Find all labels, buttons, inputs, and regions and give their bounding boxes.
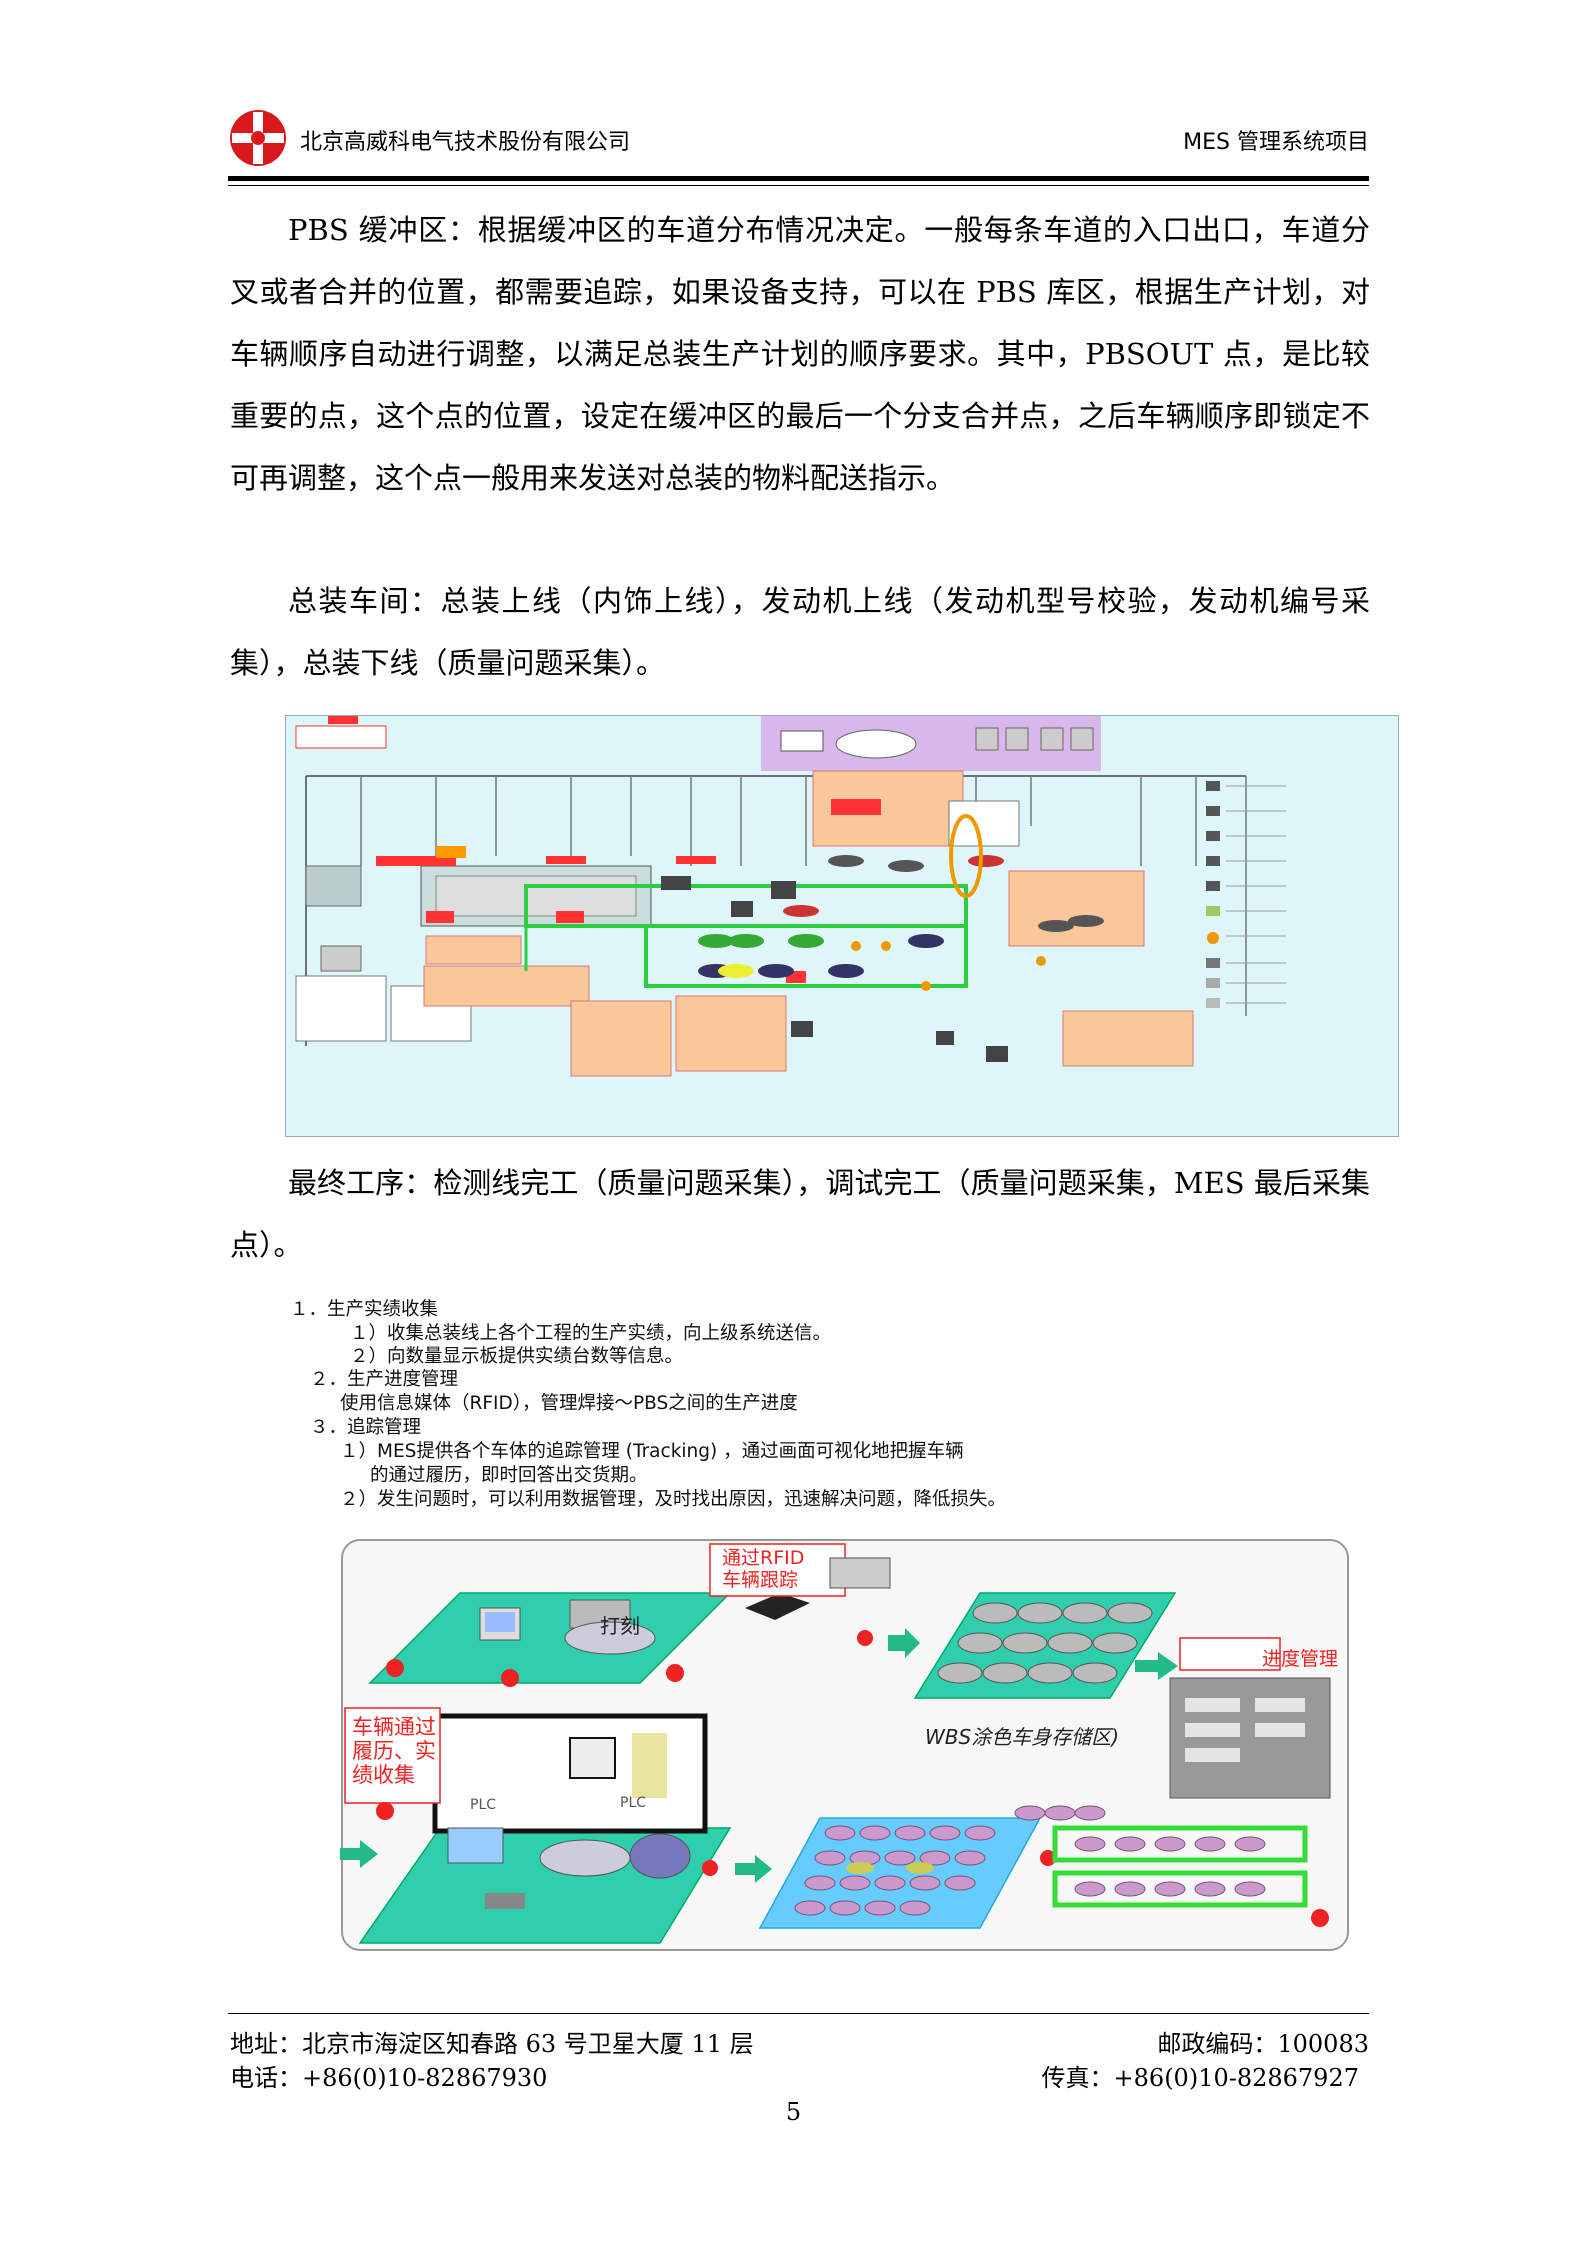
footer-fax: 传真：+86(0)10-82867927 (1041, 2064, 1359, 2092)
footer-zip: 邮政编码：100083 (1157, 2030, 1369, 2058)
fig2-item1-sub1: １）收集总装线上各个工程的生产实绩，向上级系统送信。 (350, 1323, 832, 1344)
company-logo-icon (230, 110, 286, 166)
header-rule-thin (228, 185, 1369, 186)
page-number: 5 (785, 2098, 802, 2126)
label-plc-1: PLC (470, 1797, 497, 1813)
tracking-management-figure: １．生产实绩收集 １）收集总装线上各个工程的生产实绩，向上级系统送信。 ２）向数… (290, 1295, 1375, 1955)
paragraph-text: 最终工序：检测线完工（质量问题采集），调试完工（质量问题采集，MES 最后采集点… (230, 1166, 1370, 1262)
fig2-item2-sub1: 使用信息媒体（RFID），管理焊接～PBS之间的生产进度 (340, 1393, 798, 1414)
plant-layout-diagram (285, 715, 1399, 1137)
label-stamping: 打刻 (600, 1614, 640, 1638)
paragraph-pbs-buffer: PBS 缓冲区：根据缓冲区的车道分布情况决定。一般每条车道的入口出口，车道分叉或… (230, 199, 1370, 509)
paragraph-text: 总装车间：总装上线（内饰上线），发动机上线（发动机型号校验，发动机编号采集），总… (230, 584, 1370, 680)
label-rfid-line2: 车辆跟踪 (722, 1569, 799, 1591)
paragraph-final-process: 最终工序：检测线完工（质量问题采集），调试完工（质量问题采集，MES 最后采集点… (230, 1152, 1370, 1276)
label-progress-management: 进度管理 (1262, 1648, 1339, 1670)
footer-address: 地址：北京市海淀区知春路 63 号卫星大厦 11 层 (230, 2030, 754, 2058)
fig2-item1-sub2: ２）向数量显示板提供实绩台数等信息。 (350, 1346, 684, 1367)
label-history-line2: 履历、实 (352, 1739, 436, 1763)
header-project-name: MES 管理系统项目 (1183, 130, 1369, 155)
fig2-item1-title: １．生产实绩收集 (290, 1299, 439, 1320)
label-wbs-storage: WBS涂色车身存储区) (925, 1725, 1119, 1749)
fig2-item3-sub2: ２）发生问题时，可以利用数据管理，及时找出原因，迅速解决问题，降低损失。 (340, 1489, 1007, 1510)
paragraph-final-assembly: 总装车间：总装上线（内饰上线），发动机上线（发动机型号校验，发动机编号采集），总… (230, 570, 1370, 694)
header-company-name: 北京高威科电气技术股份有限公司 (300, 130, 631, 155)
label-plc-2: PLC (620, 1795, 647, 1811)
paragraph-text: PBS 缓冲区：根据缓冲区的车道分布情况决定。一般每条车道的入口出口，车道分叉或… (230, 213, 1370, 495)
footer-rule (228, 2013, 1369, 2014)
fig2-item3-sub1b: 的通过履历，即时回答出交货期。 (370, 1465, 648, 1486)
fig2-item3-title: ３．追踪管理 (310, 1417, 422, 1438)
footer-telephone: 电话：+86(0)10-82867930 (230, 2064, 548, 2092)
fig2-item3-sub1a: １）MES提供各个车体的追踪管理 (Tracking) ，通过画面可视化地把握车… (340, 1441, 964, 1462)
label-history-line3: 绩收集 (352, 1763, 415, 1787)
label-history-line1: 车辆通过 (352, 1715, 436, 1739)
header-rule (228, 176, 1369, 181)
fig2-item2-title: ２．生产进度管理 (310, 1369, 459, 1390)
tracking-diagram (340, 1539, 1349, 1951)
label-rfid-line1: 通过RFID (722, 1547, 805, 1569)
